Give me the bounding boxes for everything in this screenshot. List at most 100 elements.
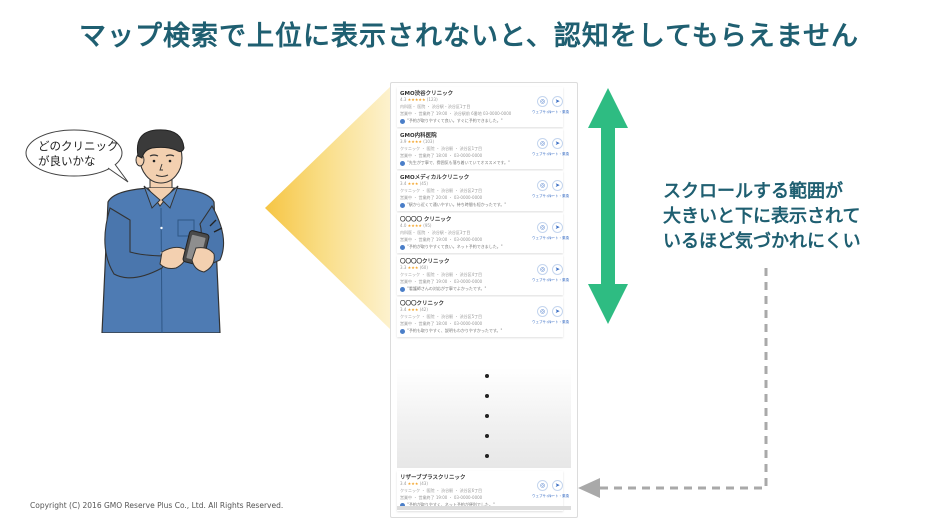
listing-category: クリニック ・ 医院 ・ 渋谷駅 ・ 渋谷区5丁目 (400, 314, 483, 319)
website-globe-icon[interactable]: ◎ (537, 264, 548, 275)
website-globe-icon[interactable]: ◎ (537, 222, 548, 233)
listing-review-count: (45) (419, 181, 428, 186)
listing-review-count: (60) (419, 265, 428, 270)
listing-review-snippet: "予約も取りやすく、説明もわかりやすかったです。" (400, 328, 502, 334)
scroll-note-line-2: 大きいと下に表示されて (663, 206, 861, 227)
listing-category: 内科医・ 医院 ・ 渋谷駅・渋谷区1丁目 (400, 104, 471, 109)
speech-bubble-line-1: どのクリニック (38, 139, 119, 153)
listing-review-snippet: "予約が取りやすく、ネット予約が便利でした。" (400, 502, 495, 508)
listing-hours: 営業中 ・ 営業終了 18:00 ・ 03-0000-0000 (400, 153, 483, 158)
reviewer-avatar-icon (400, 160, 405, 166)
route-icon[interactable]: ➤ (552, 138, 563, 149)
website-label[interactable]: ウェブサイト (532, 152, 553, 156)
listing-rating: 3.9 (400, 139, 407, 144)
listing-rating-row: 3.4 ★★★ (43) (400, 481, 428, 486)
route-icon[interactable]: ➤ (552, 96, 563, 107)
listing-review-snippet: "予約が取りやすくて良い。ネット予約できました。" (400, 244, 503, 250)
copyright-notice: Copyright (C) 2016 GMO Reserve Plus Co.,… (30, 501, 284, 510)
reviewer-avatar-icon (400, 286, 405, 292)
route-label[interactable]: ルート・乗換 (548, 278, 569, 282)
listing-review-snippet: "予約が取りやすくて良い。すぐに予約できました。" (400, 118, 503, 124)
listing-snippet-text: "看護師さんの対応が丁寧でよかったです。" (407, 286, 487, 291)
website-label[interactable]: ウェブサイト (532, 236, 553, 240)
website-globe-icon[interactable]: ◎ (537, 306, 548, 317)
listing-review-snippet: "駅から近くて通いやすい。待ち時間も短かったです。" (400, 202, 506, 208)
listing-category: クリニック ・ 医院 ・ 渋谷駅 ・ 渋谷区1丁目 (400, 146, 483, 151)
route-icon[interactable]: ➤ (552, 264, 563, 275)
route-icon[interactable]: ➤ (552, 222, 563, 233)
route-icon[interactable]: ➤ (552, 180, 563, 191)
ellipsis-dot (485, 374, 489, 378)
listing-hours: 営業中 ・ 営業終了 19:00 ・ 03-0000-0000 (400, 237, 483, 242)
listing-rating: 3.3 (400, 265, 407, 270)
star-rating-icon: ★★★ (407, 265, 419, 270)
listing-review-count: (103) (423, 139, 435, 144)
route-icon[interactable]: ➤ (552, 306, 563, 317)
listing-hours: 営業中 ・ 営業終了 19:00 ・ 渋谷駅前 6番地 03-0000-0000 (400, 111, 512, 116)
listing-snippet-text: "予約が取りやすくて良い。ネット予約できました。" (407, 244, 503, 249)
listing-rating-row: 3.3 ★★★ (60) (400, 265, 428, 270)
route-label[interactable]: ルート・乗換 (548, 194, 569, 198)
listing-rating: 4.0 (400, 223, 407, 228)
route-label[interactable]: ルート・乗換 (548, 236, 569, 240)
listing-review-count: (43) (419, 481, 428, 486)
route-label[interactable]: ルート・乗換 (548, 110, 569, 114)
reviewer-avatar-icon (400, 118, 405, 124)
route-icon[interactable]: ➤ (552, 480, 563, 491)
route-label[interactable]: ルート・乗換 (548, 320, 569, 324)
listing-name: 〇〇〇〇 クリニック (400, 217, 452, 223)
website-label[interactable]: ウェブサイト (532, 320, 553, 324)
listing-review-count: (42) (419, 307, 428, 312)
listing-snippet-text: "予約が取りやすく、ネット予約が便利でした。" (407, 502, 495, 507)
star-rating-icon: ★★★ (407, 181, 419, 186)
scroll-note-line-3: いるほど気づかれにくい (663, 231, 861, 252)
dashed-pointer-arrow-icon (578, 268, 768, 498)
website-label[interactable]: ウェブサイト (532, 110, 553, 114)
listing-rating-row: 4.3 ★★★★★ (123) (400, 97, 438, 102)
scroll-note-line-1: スクロールする範囲が (663, 181, 843, 202)
star-rating-icon: ★★★ (407, 481, 419, 486)
listing-name: GMOメディカルクリニック (400, 175, 470, 181)
reviewer-avatar-icon (400, 202, 405, 208)
search-highlight-cone (265, 86, 391, 330)
listing-rating: 3.4 (400, 181, 407, 186)
scroll-double-arrow-icon (588, 88, 628, 324)
website-label[interactable]: ウェブサイト (532, 494, 553, 498)
listing-snippet-text: "予約も取りやすく、説明もわかりやすかったです。" (407, 328, 503, 333)
website-globe-icon[interactable]: ◎ (537, 96, 548, 107)
listing-rating-row: 3.9 ★★★★ (103) (400, 139, 434, 144)
website-label[interactable]: ウェブサイト (532, 194, 553, 198)
website-label[interactable]: ウェブサイト (532, 278, 553, 282)
listing-rating-row: 3.4 ★★★ (45) (400, 181, 428, 186)
listing-hours: 営業中 ・ 営業終了 19:00 ・ 03-0000-0000 (400, 495, 483, 500)
website-globe-icon[interactable]: ◎ (537, 480, 548, 491)
listing-rating: 3.4 (400, 481, 407, 486)
listing-hours: 営業中 ・ 営業終了 20:00 ・ 03-0000-0000 (400, 195, 483, 200)
listing-snippet-text: "駅から近くて通いやすい。待ち時間も短かったです。" (407, 202, 507, 207)
listing-category: クリニック ・ 医院 ・ 渋谷駅 ・ 渋谷区4丁目 (400, 272, 483, 277)
listing-rating: 3.4 (400, 307, 407, 312)
speech-bubble-icon (25, 129, 129, 183)
star-rating-icon: ★★★ (407, 307, 419, 312)
website-globe-icon[interactable]: ◎ (537, 180, 548, 191)
listing-rating: 4.3 (400, 97, 407, 102)
ellipsis-dot (485, 394, 489, 398)
person-with-smartphone-illustration (101, 129, 225, 333)
listing-name: リザーブプラスクリニック (400, 475, 466, 481)
speech-bubble-line-2: が良いかな (38, 154, 96, 168)
listing-category: クリニック ・ 医院 ・ 渋谷駅 ・ 渋谷区2丁目 (400, 188, 483, 193)
route-label[interactable]: ルート・乗換 (548, 152, 569, 156)
star-rating-icon: ★★★★ (407, 223, 422, 228)
route-label[interactable]: ルート・乗換 (548, 494, 569, 498)
star-rating-icon: ★★★★ (407, 139, 422, 144)
listing-snippet-text: "予約が取りやすくて良い。すぐに予約できました。" (407, 118, 503, 123)
reviewer-avatar-icon (400, 328, 405, 334)
website-globe-icon[interactable]: ◎ (537, 138, 548, 149)
